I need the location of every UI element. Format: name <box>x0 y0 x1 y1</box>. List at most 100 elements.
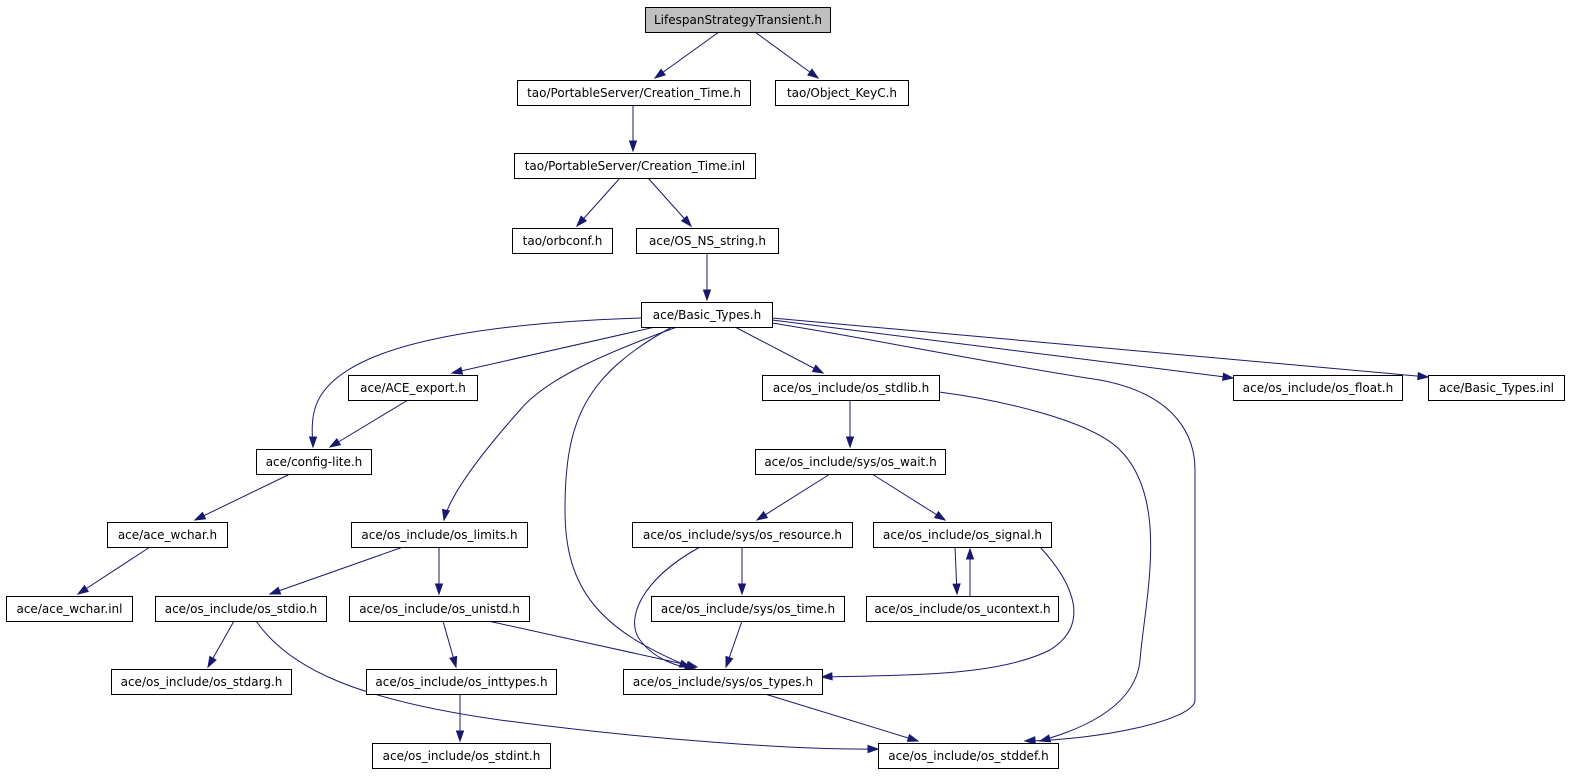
edge-ace-basic-types-h-to-ace-os-include-os-stdlib-h-arrowhead <box>811 364 825 374</box>
node-tao-object-keyc-h[interactable]: tao/Object_KeyC.h <box>775 80 909 106</box>
node-ace-os-include-os-limits-h[interactable]: ace/os_include/os_limits.h <box>351 522 528 548</box>
edge-ace-os-include-os-limits-h-to-ace-os-include-os-stdio-h-line <box>269 546 404 595</box>
node-ace-ace-export-h[interactable]: ace/ACE_export.h <box>348 375 478 401</box>
node-box <box>775 80 909 106</box>
edge-ace-config-lite-h-to-ace-ace-wchar-h <box>193 473 291 521</box>
node-ace-os-include-os-stddef-h[interactable]: ace/os_include/os_stddef.h <box>878 743 1059 769</box>
edge-ace-os-include-os-limits-h-to-ace-os-include-os-unistd-h-arrowhead <box>434 583 444 596</box>
node-ace-os-include-os-float-h[interactable]: ace/os_include/os_float.h <box>1233 375 1403 401</box>
node-box <box>514 153 756 179</box>
edge-ace-os-include-sys-os-resource-h-to-ace-os-include-sys-os-time-h-arrowhead <box>737 583 747 596</box>
edge-ace-basic-types-h-to-ace-os-include-os-limits-h-arrowhead <box>441 508 451 522</box>
edge-ace-os-include-os-unistd-h-to-ace-os-include-os-inttypes-h-arrowhead <box>449 655 458 669</box>
edge-ace-os-include-os-stdio-h-to-ace-os-include-os-stdarg-h <box>207 620 235 669</box>
node-box <box>651 596 845 622</box>
node-box <box>348 375 478 401</box>
node-lifespanstrategytransient-h: LifespanStrategyTransient.h <box>645 7 831 33</box>
node-ace-os-include-sys-os-types-h[interactable]: ace/os_include/sys/os_types.h <box>623 669 823 695</box>
node-box <box>1428 375 1565 401</box>
node-ace-os-include-os-stdint-h[interactable]: ace/os_include/os_stdint.h <box>372 743 551 769</box>
node-box <box>155 596 327 622</box>
node-box <box>645 7 831 33</box>
edge-ace-config-lite-h-to-ace-ace-wchar-h-line <box>194 473 291 521</box>
node-ace-os-include-os-stdarg-h[interactable]: ace/os_include/os_stdarg.h <box>111 669 292 695</box>
edge-ace-os-include-sys-os-types-h-to-ace-os-include-os-stddef-h-arrowhead <box>906 733 920 742</box>
node-ace-os-include-os-signal-h[interactable]: ace/os_include/os_signal.h <box>873 522 1052 548</box>
edge-ace-os-include-os-stdlib-h-to-ace-os-include-sys-os-wait-h <box>845 400 855 449</box>
node-box <box>372 743 551 769</box>
edge-ace-os-include-sys-os-time-h-to-ace-os-include-sys-os-types-h-arrowhead <box>725 655 734 669</box>
node-box <box>349 596 530 622</box>
edge-lifespanstrategytransient-h-to-tao-portableserver-creation-time-h-arrowhead <box>653 68 666 79</box>
node-label: ace/os_include/sys/os_wait.h <box>764 455 936 469</box>
node-label: ace/os_include/os_limits.h <box>361 528 517 542</box>
node-ace-os-ns-string-h[interactable]: ace/OS_NS_string.h <box>636 228 779 254</box>
edge-lifespanstrategytransient-h-to-tao-portableserver-creation-time-h-line <box>654 31 720 79</box>
node-ace-os-include-sys-os-time-h[interactable]: ace/os_include/sys/os_time.h <box>651 596 845 622</box>
edge-tao-portableserver-creation-time-h-to-tao-portableserver-creation-time-inl-arrowhead <box>628 140 638 153</box>
edge-ace-os-include-sys-os-resource-h-to-ace-os-include-sys-os-time-h <box>737 547 747 596</box>
edge-ace-os-include-sys-os-time-h-to-ace-os-include-sys-os-types-h <box>725 620 743 669</box>
edge-tao-portableserver-creation-time-inl-to-tao-orbconf-h-arrowhead <box>575 215 588 228</box>
node-label: ace/Basic_Types.inl <box>1439 381 1554 395</box>
node-label: ace/os_include/os_stdint.h <box>383 749 541 763</box>
node-ace-ace-wchar-h[interactable]: ace/ace_wchar.h <box>107 522 228 548</box>
node-ace-os-include-sys-os-wait-h[interactable]: ace/os_include/sys/os_wait.h <box>755 449 946 475</box>
edge-ace-basic-types-h-to-ace-os-include-sys-os-types-h-line <box>564 326 691 668</box>
node-label: ace/os_include/os_signal.h <box>883 528 1042 542</box>
node-ace-os-include-os-stdlib-h[interactable]: ace/os_include/os_stdlib.h <box>762 375 940 401</box>
edge-ace-os-include-os-stdio-h-to-ace-os-include-os-stddef-h-arrowhead <box>867 744 880 754</box>
node-label: ace/ace_wchar.h <box>118 528 217 542</box>
node-ace-os-include-os-unistd-h[interactable]: ace/os_include/os_unistd.h <box>349 596 530 622</box>
edge-ace-basic-types-h-to-ace-os-include-os-float-h <box>771 319 1235 381</box>
node-tao-portableserver-creation-time-h[interactable]: tao/PortableServer/Creation_Time.h <box>517 80 751 106</box>
edge-ace-os-include-os-signal-h-to-ace-os-include-sys-os-types-h <box>820 546 1075 681</box>
edge-ace-os-include-sys-os-wait-h-to-ace-os-include-os-signal-h-line <box>871 473 946 521</box>
node-label: ace/os_include/os_stdarg.h <box>121 675 283 689</box>
edge-ace-os-include-sys-os-wait-h-to-ace-os-include-sys-os-resource-h-arrowhead <box>755 510 769 521</box>
node-label: ace/os_include/sys/os_types.h <box>633 675 813 689</box>
edge-ace-os-include-sys-os-wait-h-to-ace-os-include-sys-os-resource-h-line <box>756 473 831 521</box>
node-ace-os-include-sys-os-resource-h[interactable]: ace/os_include/sys/os_resource.h <box>632 522 853 548</box>
edge-ace-os-ns-string-h-to-ace-basic-types-h <box>702 253 712 302</box>
edge-tao-portableserver-creation-time-h-to-tao-portableserver-creation-time-inl <box>628 105 638 153</box>
node-label: ace/Basic_Types.h <box>653 308 761 322</box>
node-label: ace/os_include/os_stdlib.h <box>773 381 929 395</box>
edge-ace-basic-types-h-to-ace-config-lite-h-arrowhead <box>308 436 318 449</box>
node-ace-os-include-os-stdio-h[interactable]: ace/os_include/os_stdio.h <box>155 596 327 622</box>
edge-ace-basic-types-h-to-ace-ace-export-h-arrowhead <box>450 366 464 375</box>
node-box <box>107 522 228 548</box>
edge-lifespanstrategytransient-h-to-tao-object-keyc-h <box>754 31 820 79</box>
node-label: ace/OS_NS_string.h <box>649 234 766 248</box>
node-label: ace/os_include/sys/os_resource.h <box>643 528 842 542</box>
node-box <box>1233 375 1403 401</box>
edge-tao-portableserver-creation-time-inl-to-tao-orbconf-h-line <box>576 177 621 227</box>
node-box <box>878 743 1059 769</box>
edge-ace-os-include-os-ucontext-h-to-ace-os-include-os-signal-h-arrowhead <box>965 547 975 560</box>
edge-ace-basic-types-h-to-ace-os-include-os-stddef-h-line <box>771 322 1196 742</box>
node-box <box>866 596 1059 622</box>
edge-ace-os-include-os-inttypes-h-to-ace-os-include-os-stdint-h <box>455 694 465 743</box>
node-box <box>873 522 1052 548</box>
edge-lifespanstrategytransient-h-to-tao-portableserver-creation-time-h <box>653 31 720 79</box>
node-ace-os-include-os-ucontext-h[interactable]: ace/os_include/os_ucontext.h <box>866 596 1059 622</box>
node-ace-ace-wchar-inl[interactable]: ace/ace_wchar.inl <box>6 596 133 622</box>
node-tao-portableserver-creation-time-inl[interactable]: tao/PortableServer/Creation_Time.inl <box>514 153 756 179</box>
node-tao-orbconf-h[interactable]: tao/orbconf.h <box>512 228 613 254</box>
edge-ace-os-include-os-signal-h-to-ace-os-include-os-ucontext-h-arrowhead <box>952 583 961 596</box>
edge-ace-os-include-sys-os-wait-h-to-ace-os-include-os-signal-h <box>871 473 947 521</box>
node-ace-config-lite-h[interactable]: ace/config-lite.h <box>256 449 372 475</box>
node-ace-os-include-os-inttypes-h[interactable]: ace/os_include/os_inttypes.h <box>366 669 557 695</box>
edge-ace-ace-export-h-to-ace-config-lite-h-line <box>329 399 409 448</box>
edge-ace-ace-wchar-h-to-ace-ace-wchar-inl <box>76 546 151 595</box>
node-box <box>517 80 751 106</box>
edge-ace-basic-types-h-to-ace-os-include-os-stddef-h <box>771 322 1196 745</box>
node-ace-basic-types-inl[interactable]: ace/Basic_Types.inl <box>1428 375 1565 401</box>
node-box <box>636 228 779 254</box>
node-ace-basic-types-h[interactable]: ace/Basic_Types.h <box>641 302 773 328</box>
edge-ace-os-include-os-stdio-h-to-ace-os-include-os-stddef-h-line <box>255 620 879 750</box>
edge-ace-basic-types-h-to-ace-os-include-os-float-h-arrowhead <box>1222 372 1235 381</box>
edge-ace-os-include-sys-os-wait-h-to-ace-os-include-os-signal-h-arrowhead <box>933 510 947 521</box>
edge-ace-os-include-os-stdlib-h-to-ace-os-include-sys-os-wait-h-arrowhead <box>845 436 855 449</box>
